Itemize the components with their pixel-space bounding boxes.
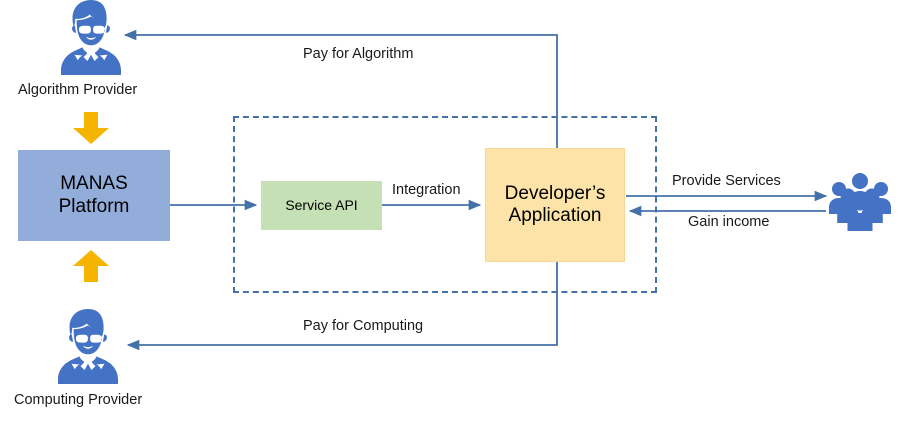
person-with-glasses-icon	[58, 309, 118, 384]
edge-label-pay-for-algorithm: Pay for Algorithm	[303, 46, 414, 62]
edge-label-pay-for-computing: Pay for Computing	[303, 318, 424, 334]
service-api-label: Service API	[285, 197, 358, 214]
developers-application-label-line1: Developer’s	[504, 182, 606, 204]
manas-platform-label-line1: MANAS	[60, 173, 128, 195]
edge-label-integration: Integration	[392, 182, 461, 198]
developers-application-box[interactable]: Developer’s Application	[485, 148, 625, 262]
edge-label-gain-income: Gain income	[688, 214, 770, 230]
developers-application-label: Developer’s Application	[505, 183, 606, 228]
arrow-down-icon	[73, 112, 109, 144]
manas-platform-label: MANAS Platform	[59, 173, 130, 218]
person-with-glasses-icon	[61, 0, 121, 75]
computing-provider-caption: Computing Provider	[14, 392, 143, 408]
algorithm-provider-caption: Algorithm Provider	[18, 82, 138, 98]
edge-pay-for-computing	[126, 262, 558, 351]
developers-application-label-line2: Application	[508, 205, 602, 226]
manas-platform-label-line2: Platform	[58, 195, 130, 217]
service-api-box[interactable]: Service API	[261, 181, 382, 230]
manas-platform-box[interactable]: MANAS Platform	[18, 150, 170, 241]
group-of-people-icon	[829, 173, 891, 231]
edge-label-provide-services: Provide Services	[672, 173, 781, 189]
arrow-up-icon	[73, 250, 109, 282]
developer-domain-boundary	[233, 116, 657, 293]
edge-pay-for-algorithm	[123, 29, 558, 148]
